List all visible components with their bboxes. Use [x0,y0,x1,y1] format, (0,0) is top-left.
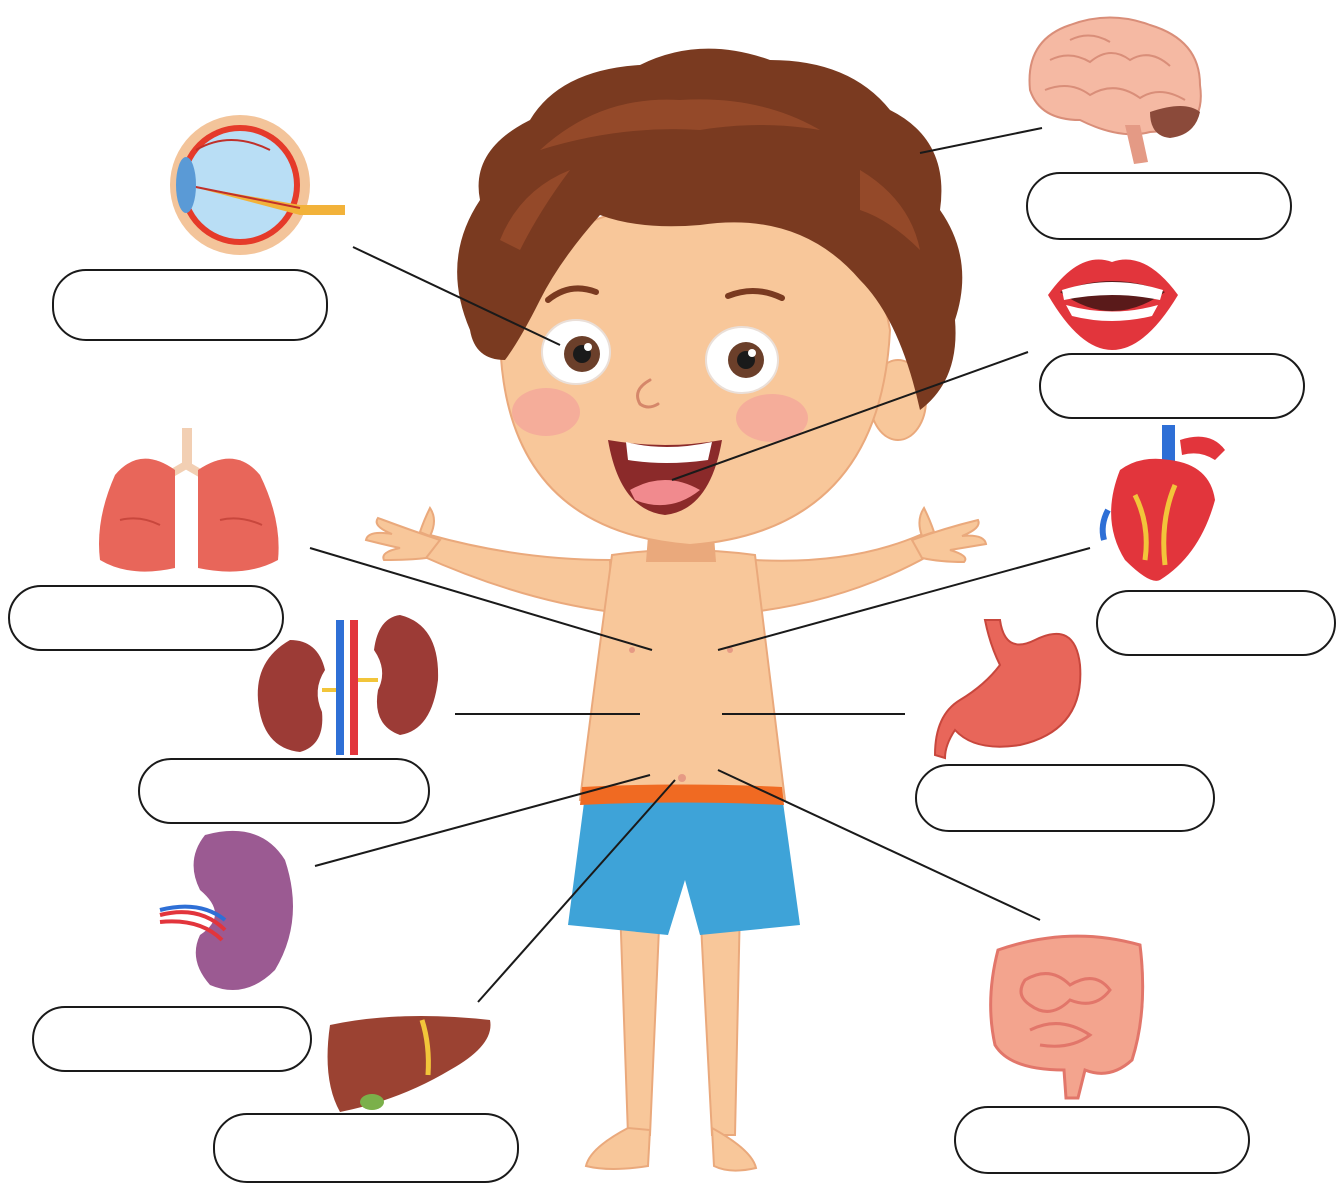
answer-box-heart[interactable] [1096,590,1336,656]
liver-organ-icon [328,1016,491,1112]
kidneys-organ-icon [258,615,438,755]
intestines-organ-icon [991,936,1143,1098]
legs [586,905,756,1171]
boy-figure [366,49,986,1171]
answer-box-liver[interactable] [213,1113,519,1183]
heart-organ-icon [1103,425,1225,581]
eye-organ-icon [170,115,345,255]
lungs-organ-icon [99,428,279,572]
connector-line-brain [920,128,1042,153]
answer-box-mouth[interactable] [1039,353,1305,419]
lips-organ-icon [1048,259,1178,350]
answer-box-brain[interactable] [1026,172,1292,240]
spleen-organ-icon [160,831,293,990]
answer-box-intestine[interactable] [954,1106,1250,1174]
answer-box-lungs[interactable] [8,585,284,651]
answer-box-eye[interactable] [52,269,328,341]
torso [580,550,785,800]
answer-box-stomach[interactable] [915,764,1215,832]
stomach-organ-icon [935,620,1080,758]
answer-box-kidneys[interactable] [138,758,430,824]
brain-organ-icon [1030,18,1201,165]
answer-box-spleen[interactable] [32,1006,312,1072]
shorts [568,785,800,936]
